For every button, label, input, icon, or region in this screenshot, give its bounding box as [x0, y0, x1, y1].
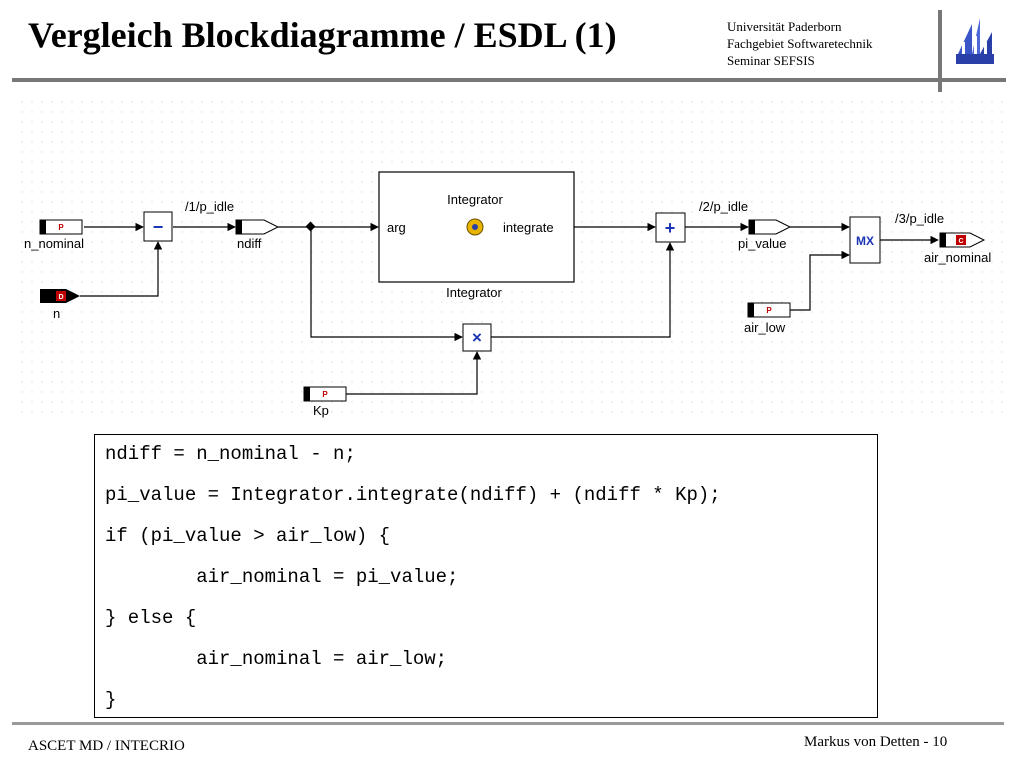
university-logo-icon [956, 18, 994, 64]
code-line: air_nominal = air_low; [105, 648, 448, 670]
port-label-air-low: air_low [744, 320, 786, 335]
integrator-input-label: arg [387, 220, 406, 235]
institution-line: Universität Paderborn [727, 19, 842, 34]
port-air-nominal[interactable]: C air_nominal [924, 232, 991, 265]
variable-ndiff[interactable]: ndiff [235, 219, 280, 251]
input-marker: D [58, 294, 63, 301]
code-line: if (pi_value > air_low) { [105, 525, 391, 547]
code-line: } [105, 689, 117, 711]
integrator-title: Integrator [447, 192, 503, 207]
variable-pi-value[interactable]: pi_value [738, 219, 792, 251]
institution-line: Fachgebiet Softwaretechnik [727, 36, 873, 51]
footer-divider [12, 722, 1004, 725]
output-marker: C [958, 238, 963, 245]
integrator-output-label: integrate [503, 220, 554, 235]
signal-wires [80, 222, 939, 395]
minus-symbol: − [153, 217, 164, 237]
branch-junction [305, 221, 316, 232]
integrator-gear-icon [466, 218, 484, 236]
mux-operator[interactable]: MX [849, 216, 881, 264]
port-label-n-nominal: n_nominal [24, 236, 84, 251]
parameter-marker: P [766, 306, 772, 315]
integrator-block[interactable]: Integrator arg integrate Integrator [378, 171, 575, 300]
sequence-label-2: /2/p_idle [699, 199, 748, 214]
header-horizontal-divider [12, 78, 1006, 82]
institution-line: Seminar SEFSIS [727, 53, 815, 68]
sequence-label-1: /1/p_idle [185, 199, 234, 214]
variable-label-ndiff: ndiff [237, 236, 262, 251]
times-symbol: × [472, 328, 482, 347]
institution-block: Universität Paderborn Fachgebiet Softwar… [727, 18, 872, 69]
slide-title: Vergleich Blockdiagramme / ESDL (1) [28, 15, 617, 55]
code-line: pi_value = Integrator.integrate(ndiff) +… [105, 484, 721, 506]
block-diagram: P n_nominal D n − /1/p_idle ndiff Integr… [15, 100, 1010, 420]
multiply-operator[interactable]: × [462, 323, 492, 352]
port-air-low[interactable]: P air_low [744, 302, 791, 335]
mux-symbol: MX [856, 234, 874, 248]
esdl-code-box: ndiff = n_nominal - n; pi_value = Integr… [94, 434, 878, 718]
port-n-nominal[interactable]: P n_nominal [24, 219, 84, 251]
port-n[interactable]: D n [40, 289, 80, 321]
plus-symbol: + [665, 218, 676, 238]
variable-label-pi-value: pi_value [738, 236, 786, 251]
add-operator[interactable]: + [655, 212, 686, 243]
parameter-marker: P [58, 223, 64, 232]
port-kp[interactable]: P Kp [303, 386, 347, 418]
footer-author-page: Markus von Detten - 10 [804, 734, 948, 750]
code-line: air_nominal = pi_value; [105, 566, 459, 588]
port-label-n: n [53, 306, 60, 321]
code-line: ndiff = n_nominal - n; [105, 443, 356, 465]
footer-course: ASCET MD / INTECRIO [28, 738, 185, 754]
sequence-label-3: /3/p_idle [895, 211, 944, 226]
subtract-operator[interactable]: − [143, 211, 173, 242]
parameter-marker: P [322, 390, 328, 399]
integrator-caption: Integrator [446, 285, 502, 300]
header-vertical-divider [938, 10, 942, 92]
port-label-kp: Kp [313, 403, 329, 418]
port-label-air-nominal: air_nominal [924, 250, 991, 265]
code-line: } else { [105, 607, 197, 629]
